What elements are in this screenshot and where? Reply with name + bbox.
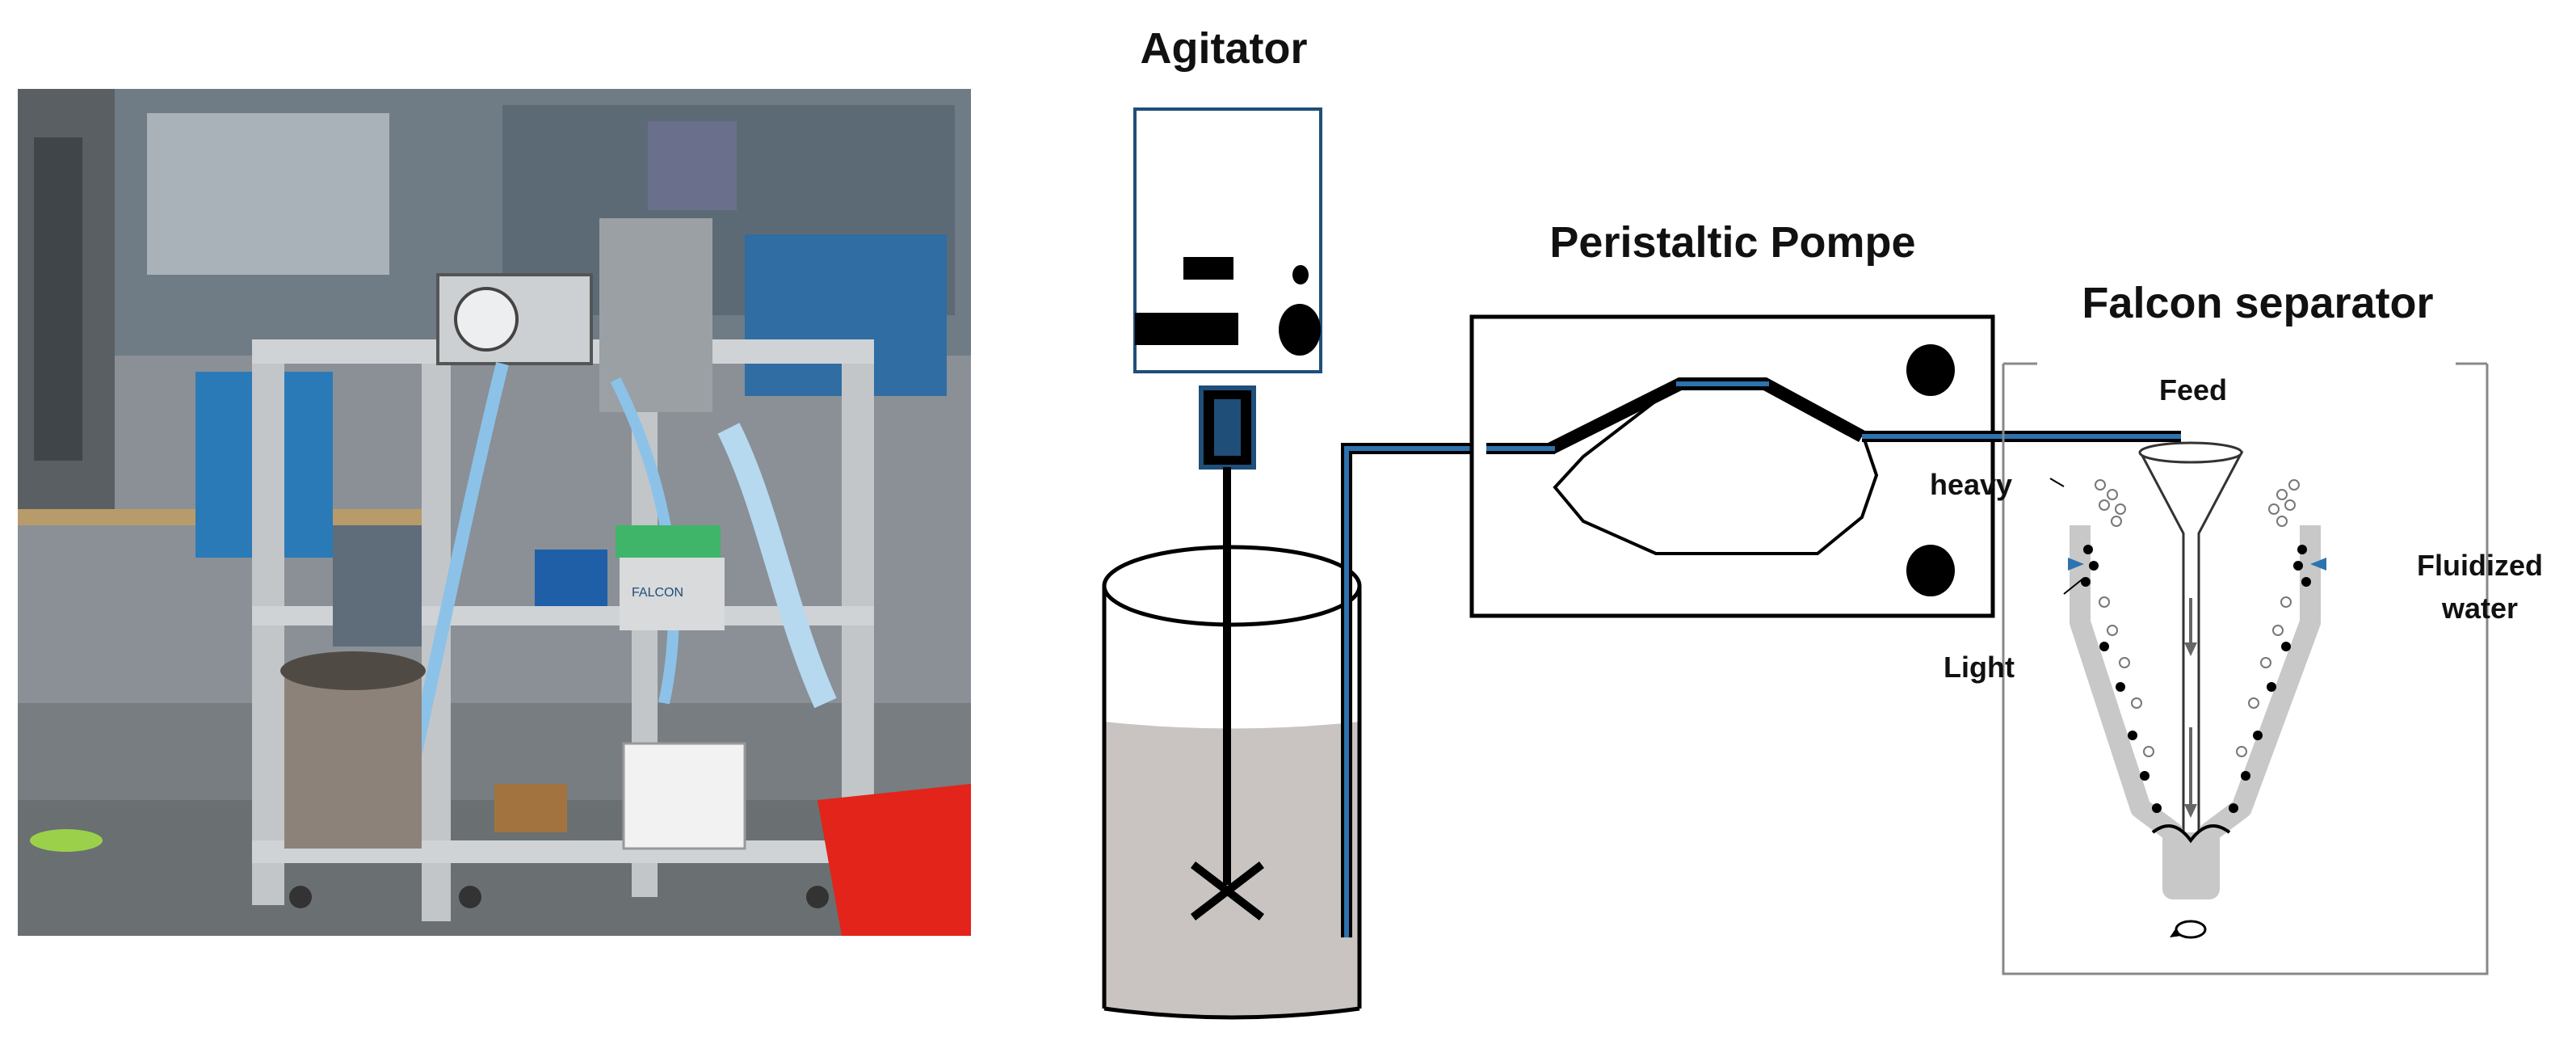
beaker: [1102, 545, 1362, 1020]
falcon-separator: [2002, 362, 2489, 975]
falcon-label: Falcon separator: [2082, 279, 2433, 327]
peristaltic-pump: [1469, 314, 2181, 618]
lab-setup-photo: FALCON: [18, 89, 971, 936]
water-label: water: [2441, 592, 2518, 625]
agitator-label: Agitator: [1141, 24, 1308, 73]
agitator-unit: [1133, 107, 1322, 920]
light-label: Light: [1944, 651, 2015, 684]
svg-text:FALCON: FALCON: [632, 586, 683, 600]
heavy-label: heavy: [1930, 468, 2012, 501]
fluidized-label: Fluidized: [2417, 549, 2543, 582]
pump-label: Peristaltic Pompe: [1549, 218, 1915, 267]
feed-label: Feed: [2159, 373, 2227, 406]
